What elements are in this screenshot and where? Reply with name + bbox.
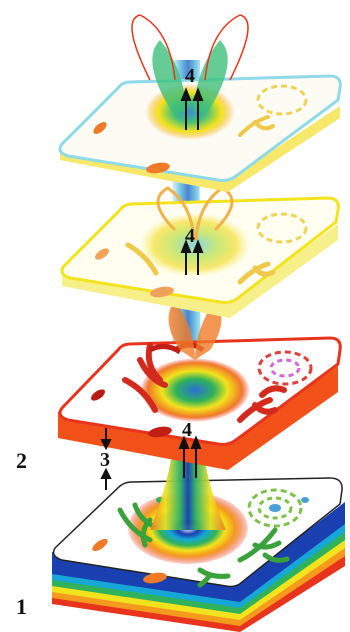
label-layer-2: 2 (16, 448, 27, 473)
top-layer (60, 15, 340, 192)
label-layer-1: 1 (16, 594, 27, 619)
label-flow-4-top: 4 (185, 65, 195, 87)
top-glow-spot (145, 84, 235, 140)
label-flow-4-yellow: 4 (185, 225, 195, 247)
label-flow-4-red: 4 (182, 419, 192, 441)
label-spacing-3: 3 (100, 449, 110, 471)
yellow-glow-spot (140, 213, 250, 277)
